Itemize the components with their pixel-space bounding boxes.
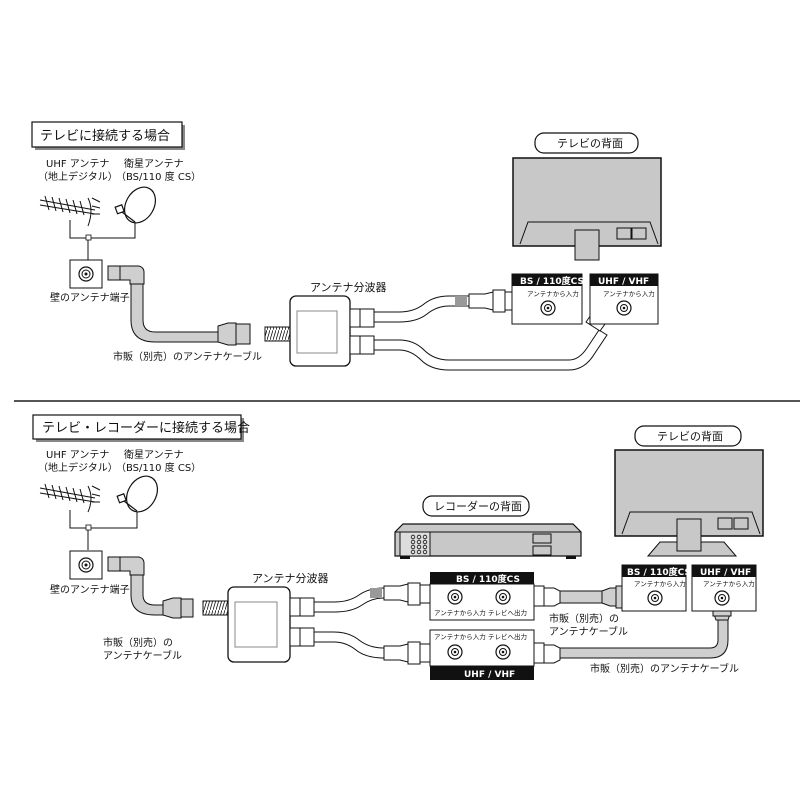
sat-antenna-sublabel: （BS/110 度 CS） [116,461,201,474]
recorder-port-uhf: アンテナから入力 テレビへ出力 UHF / VHF [429,629,535,680]
sat-antenna-label: 衛星アンテナ [124,448,184,461]
port-header: BS / 110度CS [456,573,520,585]
tv-back-title: テレビの背面 [557,136,623,150]
mid-cable-label-2: アンテナケーブル [549,625,628,638]
section-tv-only: テレビに接続する場合 UHF アンテナ （地上デジタル） 衛星アンテナ （BS/… [31,121,662,371]
uhf-antenna-sublabel: （地上デジタル） [38,170,118,183]
wall-terminal-icon [69,259,103,289]
tv-icon [512,157,662,261]
mid-cable-label: 市販（別売）の [549,612,619,625]
uhf-antenna-label: UHF アンテナ [46,449,109,461]
splitter-cable-bs [313,582,431,613]
port-sublabel: アンテナから入力 [703,579,755,588]
tv-port-bs: BS / 110度CS アンテナから入力 [511,273,584,325]
port-out-label: テレビへ出力 [488,632,527,641]
splitter-cable-bs [373,289,518,323]
wire-junction [85,524,92,531]
cable-label: 市販（別売）のアンテナケーブル [113,350,262,363]
tv-port-uhf: UHF / VHF アンテナから入力 [589,273,659,325]
port-sublabel: アンテナから入力 [634,579,686,588]
sat-antenna-sublabel: （BS/110 度 CS） [116,170,201,183]
port-header: BS / 110度CS [627,566,691,578]
section-title: テレビ・レコーダーに接続する場合 [42,420,250,436]
tv-port-bs: BS / 110度CS アンテナから入力 [621,564,691,612]
wall-terminal-label: 壁のアンテナ端子 [50,583,130,596]
satellite-dish-icon [114,186,157,224]
splitter-cable-uhf [313,631,431,665]
uhf-antenna-sublabel: （地上デジタル） [38,461,118,474]
antenna-cable [107,556,194,619]
port-in-label: アンテナから入力 [434,608,486,617]
antenna-wire [69,220,136,239]
port-out-label: テレビへ出力 [488,608,527,617]
recorder-title-box: レコーダーの背面 [422,495,530,517]
tv-port-uhf: UHF / VHF アンテナから入力 [691,564,757,612]
port-header: UHF / VHF [598,277,649,287]
cable-label-2: アンテナケーブル [103,649,182,662]
section-tv-recorder: テレビ・レコーダーに接続する場合 UHF アンテナ （地上デジタル） 衛星アンテ… [32,414,764,680]
port-sublabel: アンテナから入力 [603,289,655,298]
port-sublabel: アンテナから入力 [527,289,579,298]
antenna-wire [69,510,138,529]
tv-icon [614,449,764,557]
uhf-antenna-icon [39,195,101,227]
splitter-label: アンテナ分波器 [310,281,387,294]
section-title-box: テレビ・レコーダーに接続する場合 [32,414,250,442]
recorder-title: レコーダーの背面 [434,499,522,513]
port-header: UHF / VHF [464,670,515,680]
section-divider [14,400,800,402]
uhf-antenna-label: UHF アンテナ [46,158,109,170]
sat-antenna-label: 衛星アンテナ [124,157,184,170]
antenna-splitter [264,295,375,367]
tv-back-title: テレビの背面 [657,429,723,443]
recorder-icon [394,523,582,559]
section-title: テレビに接続する場合 [40,128,170,144]
recorder-to-tv-bs-cable [533,585,629,609]
bottom-cable-label: 市販（別売）のアンテナケーブル [590,662,739,675]
uhf-antenna-icon [39,483,101,513]
wire-junction [85,234,92,241]
tv-back-title-box: テレビの背面 [534,132,639,154]
satellite-dish-icon [116,475,159,513]
port-header: UHF / VHF [700,568,751,578]
port-header: BS / 110度CS [520,275,584,287]
tv-back-title-box: テレビの背面 [634,425,742,447]
port-in-label: アンテナから入力 [434,632,486,641]
splitter-label: アンテナ分波器 [252,572,329,585]
recorder-port-bs: BS / 110度CS アンテナから入力 テレビへ出力 [429,572,535,621]
wall-terminal-label: 壁のアンテナ端子 [50,291,130,304]
section-title-box: テレビに接続する場合 [31,121,185,150]
antenna-cable [107,265,251,346]
cable-label: 市販（別売）の [103,636,173,649]
wall-terminal-icon [69,550,103,580]
antenna-splitter [202,586,315,663]
